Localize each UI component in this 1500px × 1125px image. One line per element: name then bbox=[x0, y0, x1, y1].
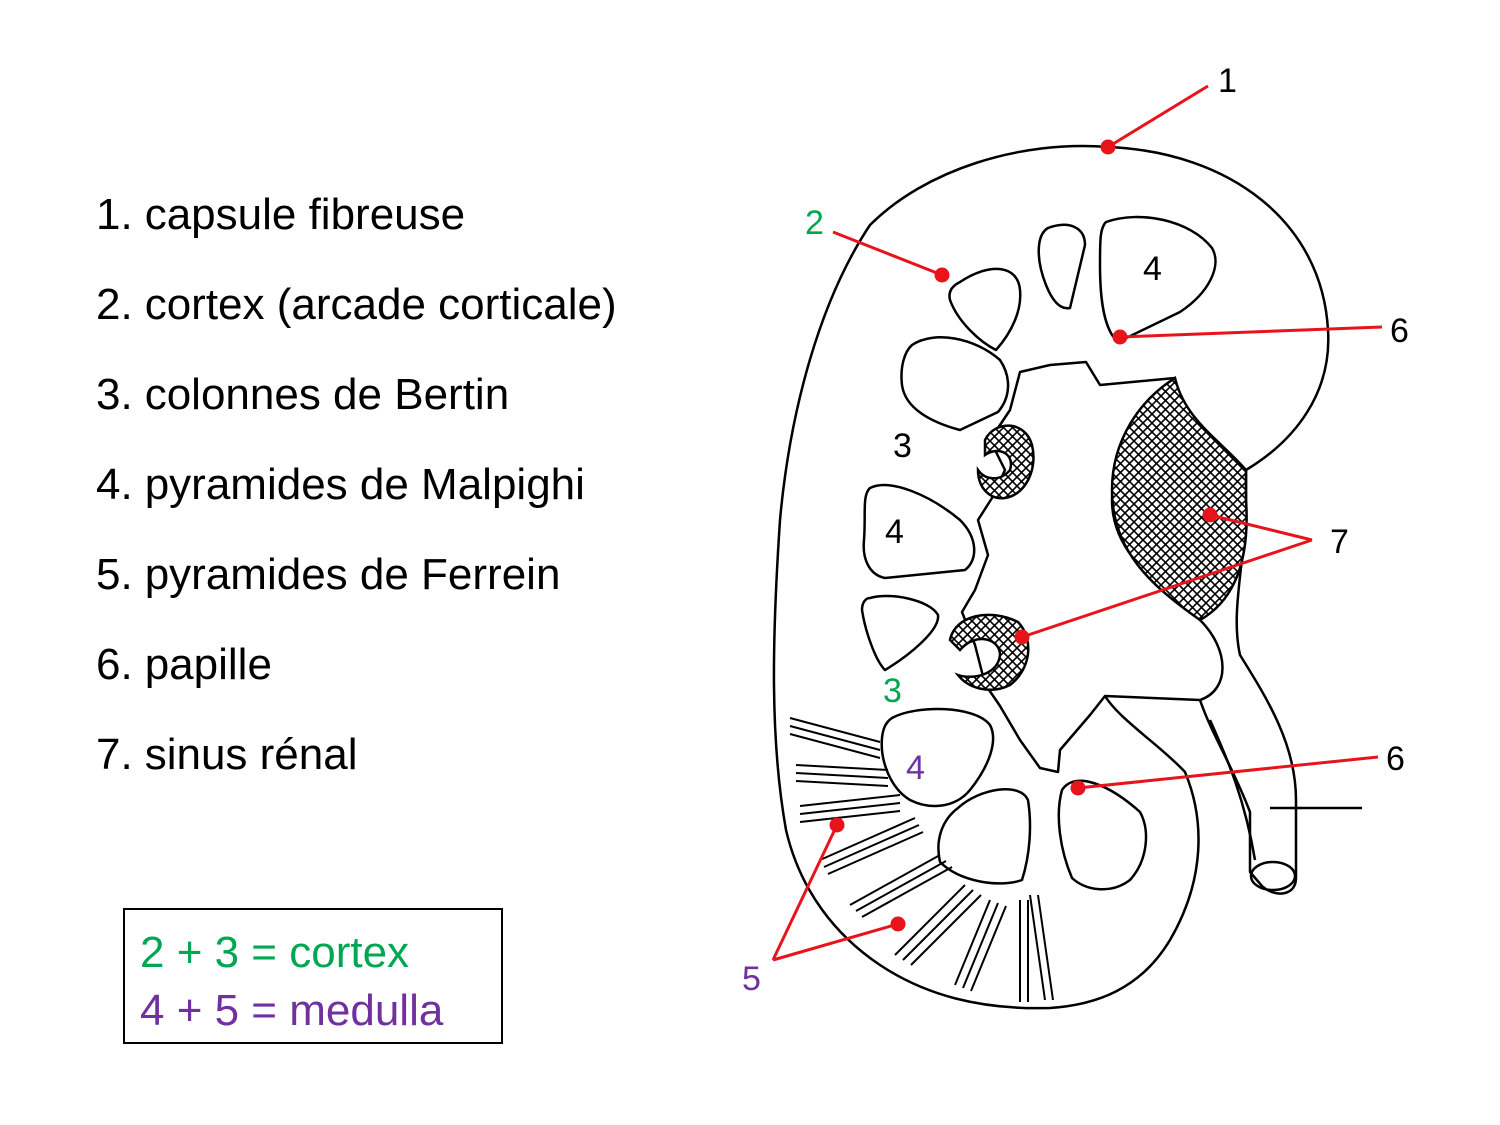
callout-4-mid: 4 bbox=[885, 513, 904, 551]
callout-2: 2 bbox=[805, 204, 824, 242]
pyramid bbox=[880, 707, 995, 808]
legend-number: 3. bbox=[96, 370, 133, 419]
pyramid bbox=[948, 267, 1022, 352]
sinus-fat bbox=[948, 613, 1030, 691]
legend-item-ferrein: 5.pyramides de Ferrein bbox=[96, 530, 617, 620]
leader-lines bbox=[771, 84, 1383, 962]
callout-4-purple: 4 bbox=[906, 749, 925, 787]
legend-item-malpighi: 4.pyramides de Malpighi bbox=[96, 440, 617, 530]
callout-7: 7 bbox=[1330, 523, 1349, 561]
legend-number: 4. bbox=[96, 460, 133, 509]
callout-3-black: 3 bbox=[893, 427, 912, 465]
legend-number: 6. bbox=[96, 640, 133, 689]
pyramid bbox=[862, 483, 976, 580]
summary-cortex: 2 + 3 = cortex bbox=[140, 928, 410, 977]
legend-item-papille: 6.papille bbox=[96, 620, 617, 710]
legend-item-bertin: 3.colonnes de Bertin bbox=[96, 350, 617, 440]
callout-6-bottom: 6 bbox=[1386, 740, 1405, 778]
legend-label: papille bbox=[144, 640, 272, 689]
legend-number: 5. bbox=[96, 550, 133, 599]
callout-1: 1 bbox=[1218, 62, 1237, 100]
callout-5: 5 bbox=[742, 960, 761, 998]
legend-label: capsule fibreuse bbox=[144, 190, 466, 239]
legend-number: 2. bbox=[96, 280, 133, 329]
legend-item-sinus: 7.sinus rénal bbox=[96, 710, 617, 800]
callout-3-green: 3 bbox=[883, 672, 902, 710]
legend-label: colonnes de Bertin bbox=[144, 370, 510, 419]
sinus-fat bbox=[1110, 376, 1248, 622]
sinus-fat bbox=[976, 424, 1035, 500]
ferrein-rays bbox=[789, 717, 1054, 1002]
summary-medulla: 4 + 5 = medulla bbox=[140, 986, 444, 1035]
callout-6-top: 6 bbox=[1390, 312, 1409, 350]
summary-box: 2 + 3 = cortex 4 + 5 = medulla bbox=[123, 908, 503, 1044]
pyramid bbox=[1057, 779, 1148, 891]
legend-number: 1. bbox=[96, 190, 133, 239]
legend-label: cortex (arcade corticale) bbox=[144, 280, 617, 329]
legend-number: 7. bbox=[96, 730, 133, 779]
legend-label: pyramides de Ferrein bbox=[144, 550, 561, 599]
pyramid bbox=[1037, 223, 1087, 310]
legend-list: 1.capsule fibreuse 2.cortex (arcade cort… bbox=[96, 170, 617, 800]
pyramid bbox=[860, 594, 940, 672]
ureter-inner bbox=[1208, 719, 1257, 861]
legend-label: pyramides de Malpighi bbox=[144, 460, 585, 509]
pyramid bbox=[1098, 215, 1217, 344]
legend-item-capsule: 1.capsule fibreuse bbox=[96, 170, 617, 260]
legend-label: sinus rénal bbox=[144, 730, 358, 779]
pyramid bbox=[937, 788, 1032, 885]
pyramid bbox=[900, 336, 1010, 432]
callout-4-top: 4 bbox=[1143, 250, 1162, 288]
ureter-end bbox=[1249, 860, 1297, 892]
legend-item-cortex: 2.cortex (arcade corticale) bbox=[96, 260, 617, 350]
